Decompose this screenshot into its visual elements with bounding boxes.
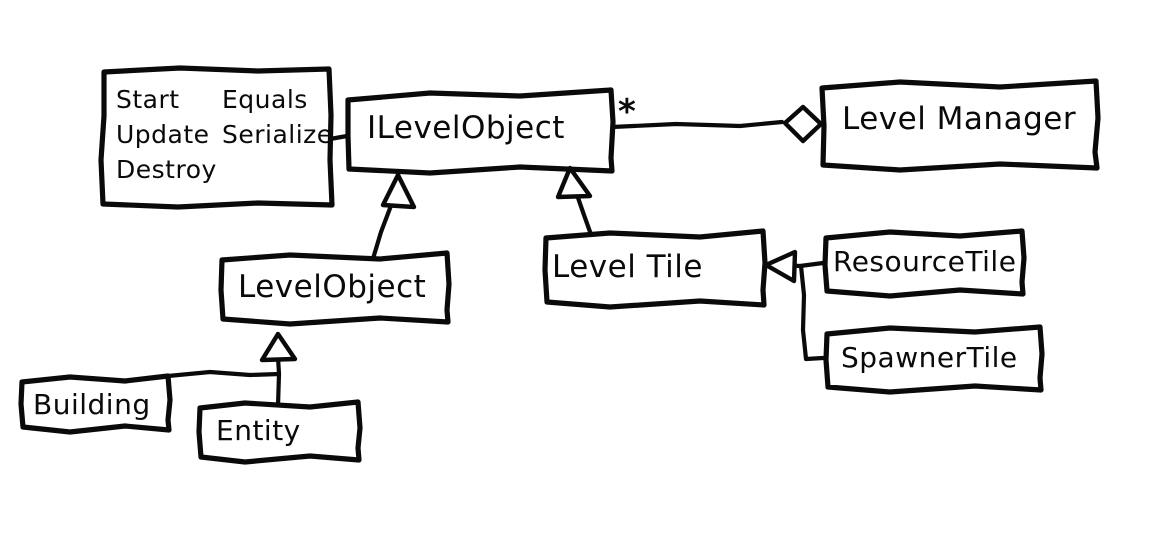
inheritance-triangle-leveltile <box>763 249 798 284</box>
node-box-levelmanager[interactable] <box>819 78 1101 173</box>
node-ilevelobject[interactable] <box>347 90 613 174</box>
edge-building-junction <box>165 369 282 379</box>
node-leveltile[interactable] <box>544 231 766 307</box>
aggregation-diamond-levelmanager <box>782 104 824 144</box>
inheritance-triangle-levelobject <box>259 331 298 363</box>
node-box-leveltile[interactable] <box>542 228 768 310</box>
node-building[interactable] <box>20 376 171 433</box>
node-box-ilevelobject[interactable] <box>345 87 616 176</box>
multiplicity-star: * <box>618 92 636 132</box>
edge-entity-levelobject <box>275 354 282 409</box>
node-box-resourcetile[interactable] <box>822 228 1027 299</box>
node-box-entity[interactable] <box>196 399 363 465</box>
edge-spawnertile-junction <box>798 263 826 362</box>
node-resourcetile[interactable] <box>824 231 1025 295</box>
node-box-levelobject[interactable] <box>218 250 452 327</box>
node-levelmanager[interactable] <box>821 81 1099 171</box>
realization-triangle-levelobject <box>380 172 417 210</box>
node-box-spawnertile[interactable] <box>823 324 1045 395</box>
node-methods-note[interactable] <box>101 68 332 208</box>
node-levelobject[interactable] <box>220 253 450 324</box>
node-box-methods-note[interactable] <box>98 65 335 210</box>
node-entity[interactable] <box>198 402 361 461</box>
node-box-building[interactable] <box>18 373 173 435</box>
node-spawnertile[interactable] <box>825 327 1043 391</box>
realization-triangle-leveltile <box>555 165 593 200</box>
edge-ilevelobject-levelmanager <box>609 119 785 130</box>
edge-levelobject-ilevelobject <box>369 200 395 265</box>
